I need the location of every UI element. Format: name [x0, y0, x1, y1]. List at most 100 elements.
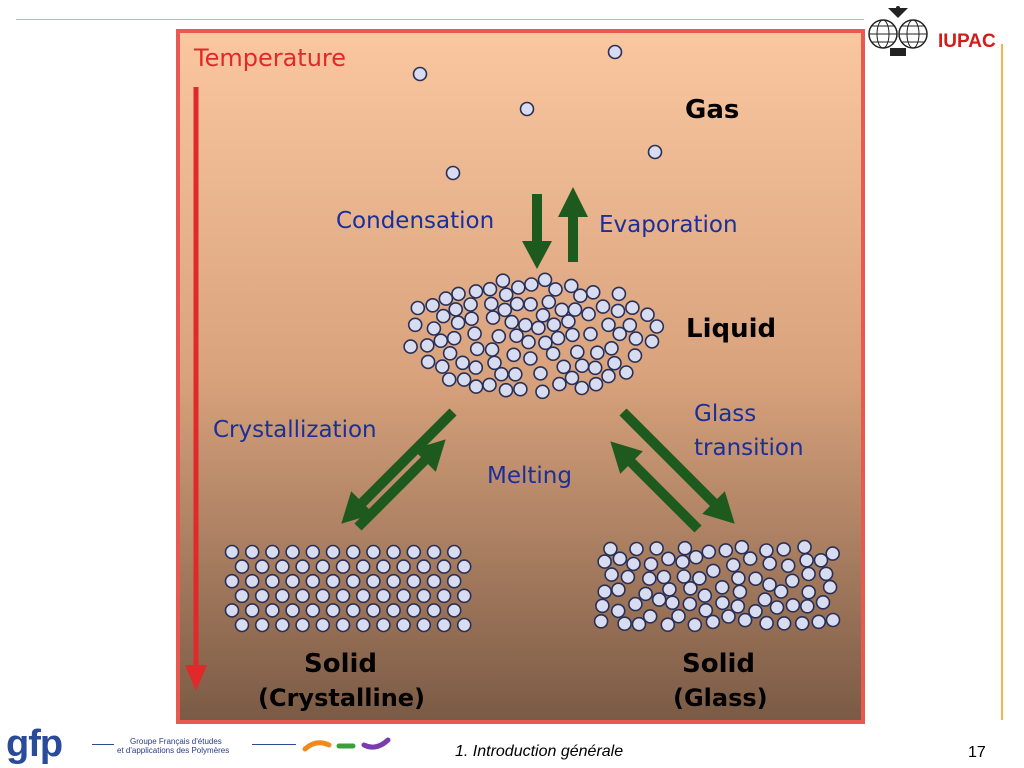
- liquid-molecule: [567, 302, 583, 317]
- crystal-molecule: [456, 559, 472, 574]
- glass-molecule: [631, 616, 647, 632]
- glass-molecule: [737, 612, 753, 628]
- glass-molecule: [748, 603, 763, 619]
- glass-molecule: [642, 609, 658, 624]
- gas-molecule: [607, 44, 623, 60]
- glass-molecule: [731, 570, 746, 586]
- gfp-rule-right: [252, 744, 296, 745]
- liquid-molecule: [583, 326, 598, 342]
- glass-molecule: [757, 592, 773, 607]
- crystal-molecule: [325, 603, 341, 618]
- crystal-molecule: [254, 559, 270, 574]
- crystal-molecule: [275, 588, 290, 604]
- crystal-molecule: [436, 588, 452, 604]
- glass-molecule: [638, 586, 653, 602]
- glass-molecule: [611, 582, 626, 598]
- gfp-tagline-2: et d'applications des Polymères: [117, 746, 230, 755]
- liquid-molecule: [506, 347, 522, 363]
- liquid-molecule: [513, 381, 528, 397]
- liquid-molecule: [588, 376, 604, 392]
- liquid-molecule: [569, 344, 585, 360]
- liquid-molecule: [618, 365, 634, 380]
- melting-label: Melting: [487, 463, 572, 489]
- crystal-molecule: [406, 544, 422, 560]
- crystal-molecule: [406, 573, 422, 589]
- evaporation-arrow-icon: [558, 187, 588, 262]
- liquid-molecule: [463, 297, 478, 312]
- glass-molecule: [730, 598, 746, 614]
- liquid-molecule: [497, 302, 513, 318]
- glass-molecule: [822, 579, 838, 595]
- liquid-molecule: [464, 311, 479, 327]
- crystal-molecule: [335, 588, 351, 604]
- crystal-molecule: [355, 617, 371, 633]
- gfp-logo: gfp: [6, 723, 63, 765]
- glass-molecule: [692, 570, 707, 586]
- liquid-molecule: [441, 372, 457, 387]
- crystal-molecule: [265, 544, 280, 560]
- liquid-molecule: [524, 277, 539, 292]
- crystal-molecule: [366, 544, 381, 560]
- crystalline-solid-molecules: [224, 544, 472, 633]
- temperature-label: Temperature: [194, 44, 347, 72]
- liquid-molecule: [573, 288, 588, 304]
- glass-transition-label-line1: Glass: [694, 401, 757, 427]
- liquid-molecule: [625, 300, 640, 316]
- glass-molecule: [682, 596, 698, 612]
- liquid-molecule: [531, 320, 546, 336]
- liquid-molecule: [407, 317, 423, 333]
- liquid-molecule: [622, 317, 638, 333]
- liquid-molecule: [552, 376, 567, 392]
- liquid-molecule: [649, 319, 665, 334]
- crystal-molecule: [396, 617, 411, 633]
- crystal-molecule: [335, 559, 351, 574]
- crystal-molecule: [416, 559, 432, 574]
- glass-molecule: [603, 541, 618, 557]
- glass-molecule: [818, 566, 834, 582]
- liquid-molecule: [468, 379, 484, 394]
- glass-molecule: [660, 617, 676, 633]
- liquid-molecule: [483, 296, 499, 312]
- glass-molecule: [651, 592, 667, 607]
- glass-molecule: [612, 551, 628, 567]
- gas-molecule: [445, 165, 461, 181]
- liquid-molecule: [574, 358, 590, 374]
- liquid-molecule: [426, 321, 442, 336]
- glass-molecule: [714, 579, 730, 595]
- glass-molecule: [597, 584, 613, 600]
- glass-molecule: [649, 541, 664, 556]
- crystal-molecule: [285, 573, 300, 589]
- crystal-molecule: [305, 544, 321, 560]
- crystal-molecule: [456, 588, 472, 604]
- crystal-molecule: [224, 544, 240, 560]
- glass-molecule: [762, 556, 778, 571]
- glass-molecule: [742, 551, 758, 566]
- glass-molecule: [759, 543, 774, 558]
- gfp-colored-dashes-icon: [302, 737, 391, 752]
- liquid-molecule: [538, 335, 553, 351]
- glass-molecule: [604, 567, 619, 582]
- crystal-molecule: [426, 573, 442, 589]
- liquid-molecule: [468, 284, 484, 299]
- glass-molecule: [799, 598, 815, 614]
- glass-transition-label-line2: transition: [694, 435, 804, 461]
- temperature-arrow-head: [185, 665, 207, 691]
- glass-molecule: [628, 596, 643, 612]
- liquid-molecule: [554, 302, 570, 318]
- crystal-molecule: [305, 573, 321, 589]
- glass-molecule: [701, 544, 717, 560]
- crystal-molecule: [315, 588, 331, 604]
- iupac-logo-icon: [868, 6, 928, 56]
- liquid-molecule: [420, 338, 435, 353]
- liquid-molecule: [612, 326, 628, 342]
- glass-molecule: [769, 600, 785, 615]
- glass-molecule: [688, 549, 704, 565]
- crystal-molecule: [325, 573, 341, 589]
- liquid-molecule: [482, 377, 497, 393]
- liquid-molecules: [403, 272, 665, 400]
- liquid-molecule: [535, 307, 551, 323]
- crystal-molecule: [345, 544, 361, 560]
- glass-molecule: [675, 554, 690, 570]
- crystal-molecule: [254, 617, 270, 633]
- glass-molecule: [620, 569, 636, 585]
